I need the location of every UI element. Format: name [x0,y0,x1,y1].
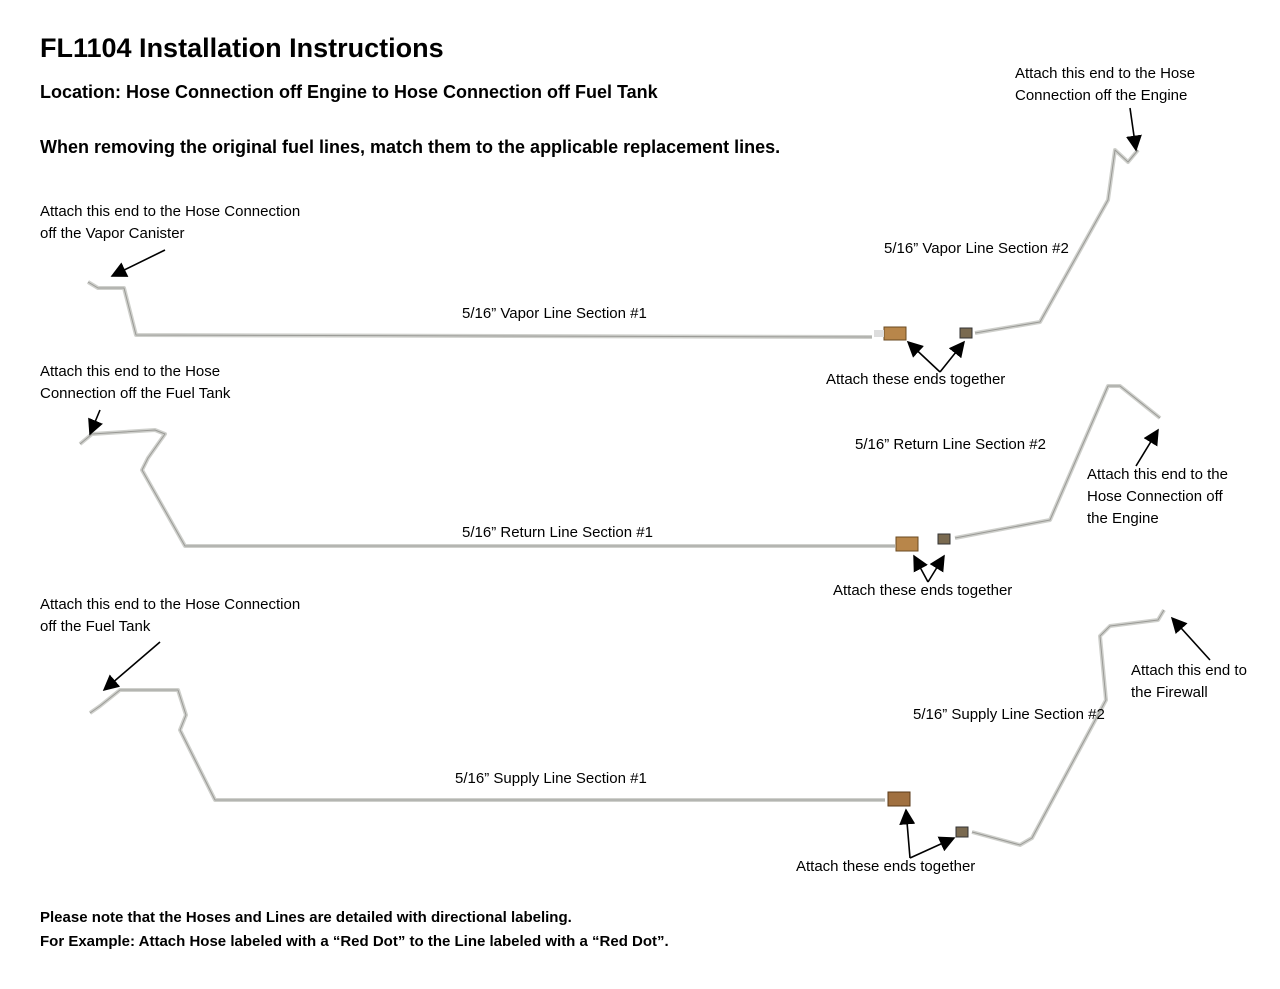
supply-section-2-label: 5/16” Supply Line Section #2 [913,706,1105,723]
supply-tank-label-2: off the Fuel Tank [40,618,151,635]
note-line-2: For Example: Attach Hose labeled with a … [40,933,669,950]
return-tank-label-2: Connection off the Fuel Tank [40,385,231,402]
return-engine-label-1: Attach this end to the [1087,466,1228,483]
location-subtitle: Location: Hose Connection off Engine to … [40,82,658,102]
supply-firewall-label-2: the Firewall [1131,684,1208,701]
vapor-engine-label-1: Attach this end to the Hose [1015,65,1196,82]
arrows [88,107,1211,859]
vapor-join-label: Attach these ends together [826,371,1006,388]
supply-firewall-label-1: Attach this end to [1131,662,1247,679]
supply-join-label: Attach these ends together [796,858,976,875]
return-join-label: Attach these ends together [833,582,1013,599]
return-tank-label-1: Attach this end to the Hose [40,363,221,380]
return-line-section-2 [937,384,1162,545]
return-engine-label-3: the Engine [1087,510,1159,527]
note-line-1: Please note that the Hoses and Lines are… [40,909,572,926]
page-title: FL1104 Installation Instructions [40,33,444,63]
supply-line-section-2 [955,608,1166,847]
supply-section-1-label: 5/16” Supply Line Section #1 [455,770,647,787]
vapor-engine-label-2: Connection off the Engine [1015,87,1188,104]
instruction-text: When removing the original fuel lines, m… [40,137,781,157]
supply-line-section-1 [88,688,911,807]
vapor-canister-label-2: off the Vapor Canister [40,225,185,242]
return-section-1-label: 5/16” Return Line Section #1 [462,524,653,541]
vapor-section-1-label: 5/16” Vapor Line Section #1 [462,305,647,322]
return-section-2-label: 5/16” Return Line Section #2 [855,436,1046,453]
vapor-section-2-label: 5/16” Vapor Line Section #2 [884,240,1069,257]
vapor-line-section-2 [959,148,1140,339]
return-engine-label-2: Hose Connection off [1087,488,1223,505]
vapor-line-section-1 [86,280,907,341]
vapor-canister-label-1: Attach this end to the Hose Connection [40,203,301,220]
supply-tank-label-1: Attach this end to the Hose Connection [40,596,301,613]
